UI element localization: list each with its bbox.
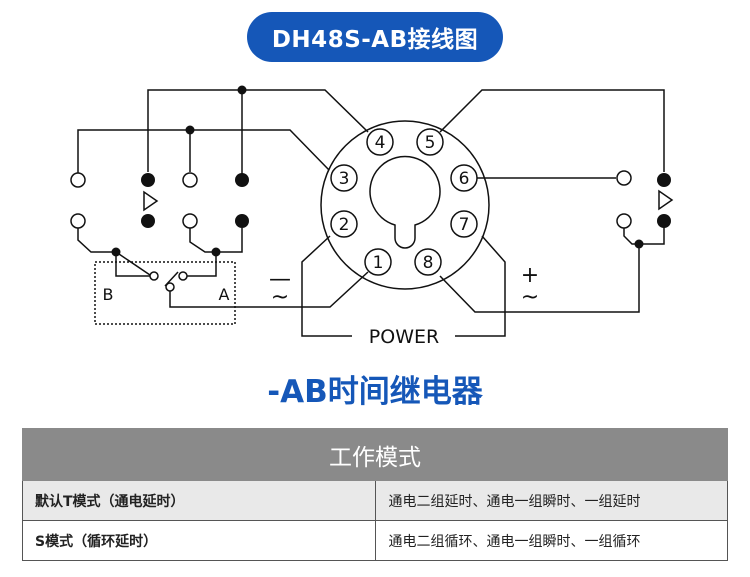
contact-open	[616, 213, 632, 229]
polarity-positive: +	[521, 263, 539, 288]
wire-tap-c	[216, 228, 243, 253]
power-label: POWER	[369, 326, 439, 348]
wire-switch-drop	[169, 271, 369, 308]
pin-6-label: 6	[459, 169, 470, 189]
contact-open	[149, 271, 159, 281]
table-row: S模式（循环延时） 通电二组循环、通电一组瞬时、一组循环	[22, 520, 728, 561]
wire-bridge-right	[183, 228, 217, 277]
pin-7-label: 7	[459, 215, 470, 235]
mode-name-cell: S模式（循环延时）	[22, 520, 376, 561]
contact-open	[165, 282, 175, 292]
page-title: DH48S-AB接线图	[271, 27, 479, 53]
wire-power-right	[455, 312, 506, 337]
contact-closed	[141, 214, 155, 228]
junction-dot	[211, 247, 221, 257]
contact-open	[178, 271, 188, 281]
switch-box	[94, 261, 236, 325]
wire-pin4	[147, 89, 369, 172]
wire-left-bottom	[77, 228, 151, 276]
pin-2-label: 2	[339, 215, 350, 235]
mode-table: 工作模式 默认T模式（通电延时） 通电二组延时、通电一组瞬时、一组延时 S模式（…	[22, 428, 728, 561]
contact-open	[616, 170, 632, 186]
wire-pin5	[439, 89, 665, 172]
pin-1-ring	[364, 248, 392, 276]
pin-8-label: 8	[423, 253, 434, 273]
polarity-positive-ac: ~	[521, 285, 539, 310]
wire-pin3	[77, 129, 330, 173]
contact-open	[182, 213, 198, 229]
contact-closed	[235, 173, 249, 187]
mode-description-cell: 通电二组延时、通电一组瞬时、一组延时	[374, 480, 728, 521]
pin-6-ring	[450, 164, 478, 192]
junction-dot	[185, 125, 195, 135]
contact-open	[70, 172, 86, 188]
junction-dot	[237, 85, 247, 95]
pin-3-ring	[330, 164, 358, 192]
delay-triangle-icon	[658, 189, 674, 211]
socket-outline	[320, 120, 490, 290]
wire-pin8	[439, 275, 505, 313]
polarity-negative-ac: ~	[271, 285, 289, 310]
socket-key	[369, 155, 441, 249]
pin-3-label: 3	[339, 169, 350, 189]
contact-closed	[657, 173, 671, 187]
wire-pin7	[481, 235, 640, 313]
pin-1-label: 1	[373, 253, 384, 273]
contact-open	[70, 213, 86, 229]
wire-right-bottom	[623, 222, 665, 245]
junction-dot	[111, 247, 121, 257]
contact-closed	[657, 214, 671, 228]
wire-bridge-left	[115, 252, 154, 277]
mode-name-cell: 默认T模式（通电延时）	[22, 480, 376, 521]
pin-5-ring	[416, 128, 444, 156]
pin-2-ring	[330, 210, 358, 238]
switch-label-b: B	[103, 285, 114, 304]
product-subtitle: -AB时间继电器	[267, 374, 483, 410]
mode-description-cell: 通电二组循环、通电一组瞬时、一组循环	[374, 520, 728, 561]
mode-table-header: 工作模式	[22, 428, 728, 481]
junction-dot	[634, 239, 644, 249]
contact-closed	[141, 173, 155, 187]
pin-4-ring	[366, 128, 394, 156]
title-badge: DH48S-AB接线图	[247, 12, 503, 62]
pin-4-label: 4	[375, 133, 386, 153]
pin-5-label: 5	[425, 133, 436, 153]
contact-open	[182, 172, 198, 188]
pin-8-ring	[414, 248, 442, 276]
pin-7-ring	[450, 210, 478, 238]
contact-closed	[235, 214, 249, 228]
wire-power-left	[301, 235, 352, 337]
wiring-diagram: 1 2 3 4 5 6 7 8 B A — ~ + ~ POWER	[70, 85, 674, 348]
table-row: 默认T模式（通电延时） 通电二组延时、通电一组瞬时、一组延时	[22, 480, 728, 521]
switch-label-a: A	[219, 285, 230, 304]
polarity-negative: —	[269, 267, 291, 292]
delay-triangle-icon	[143, 190, 159, 212]
